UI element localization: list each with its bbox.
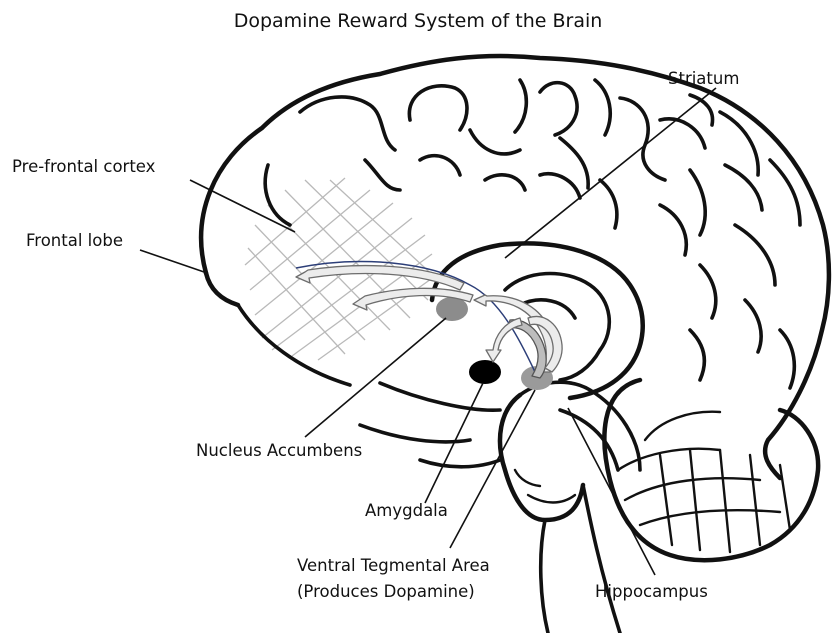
- label-prefrontal-cortex: Pre-frontal cortex: [12, 157, 156, 176]
- cerebellum-outline: [604, 380, 818, 560]
- amygdala-marker: [469, 360, 501, 384]
- label-amygdala: Amygdala: [365, 501, 448, 520]
- label-frontal-lobe: Frontal lobe: [26, 231, 123, 250]
- diagram-title: Dopamine Reward System of the Brain: [234, 10, 603, 32]
- amygdala-arrow: [486, 318, 522, 362]
- label-hippocampus: Hippocampus: [595, 582, 708, 601]
- frontal-lobe-leader: [140, 250, 207, 273]
- label-striatum: Striatum: [668, 69, 739, 88]
- label-vta-line1: Ventral Tegmental Area: [297, 556, 490, 575]
- mesocortical-pathway-line: [296, 262, 535, 372]
- vta-leader: [450, 390, 535, 548]
- label-nucleus-accumbens: Nucleus Accumbens: [196, 441, 362, 460]
- label-vta-line2: (Produces Dopamine): [297, 582, 475, 601]
- prefrontal-upper-arrow: [296, 266, 464, 290]
